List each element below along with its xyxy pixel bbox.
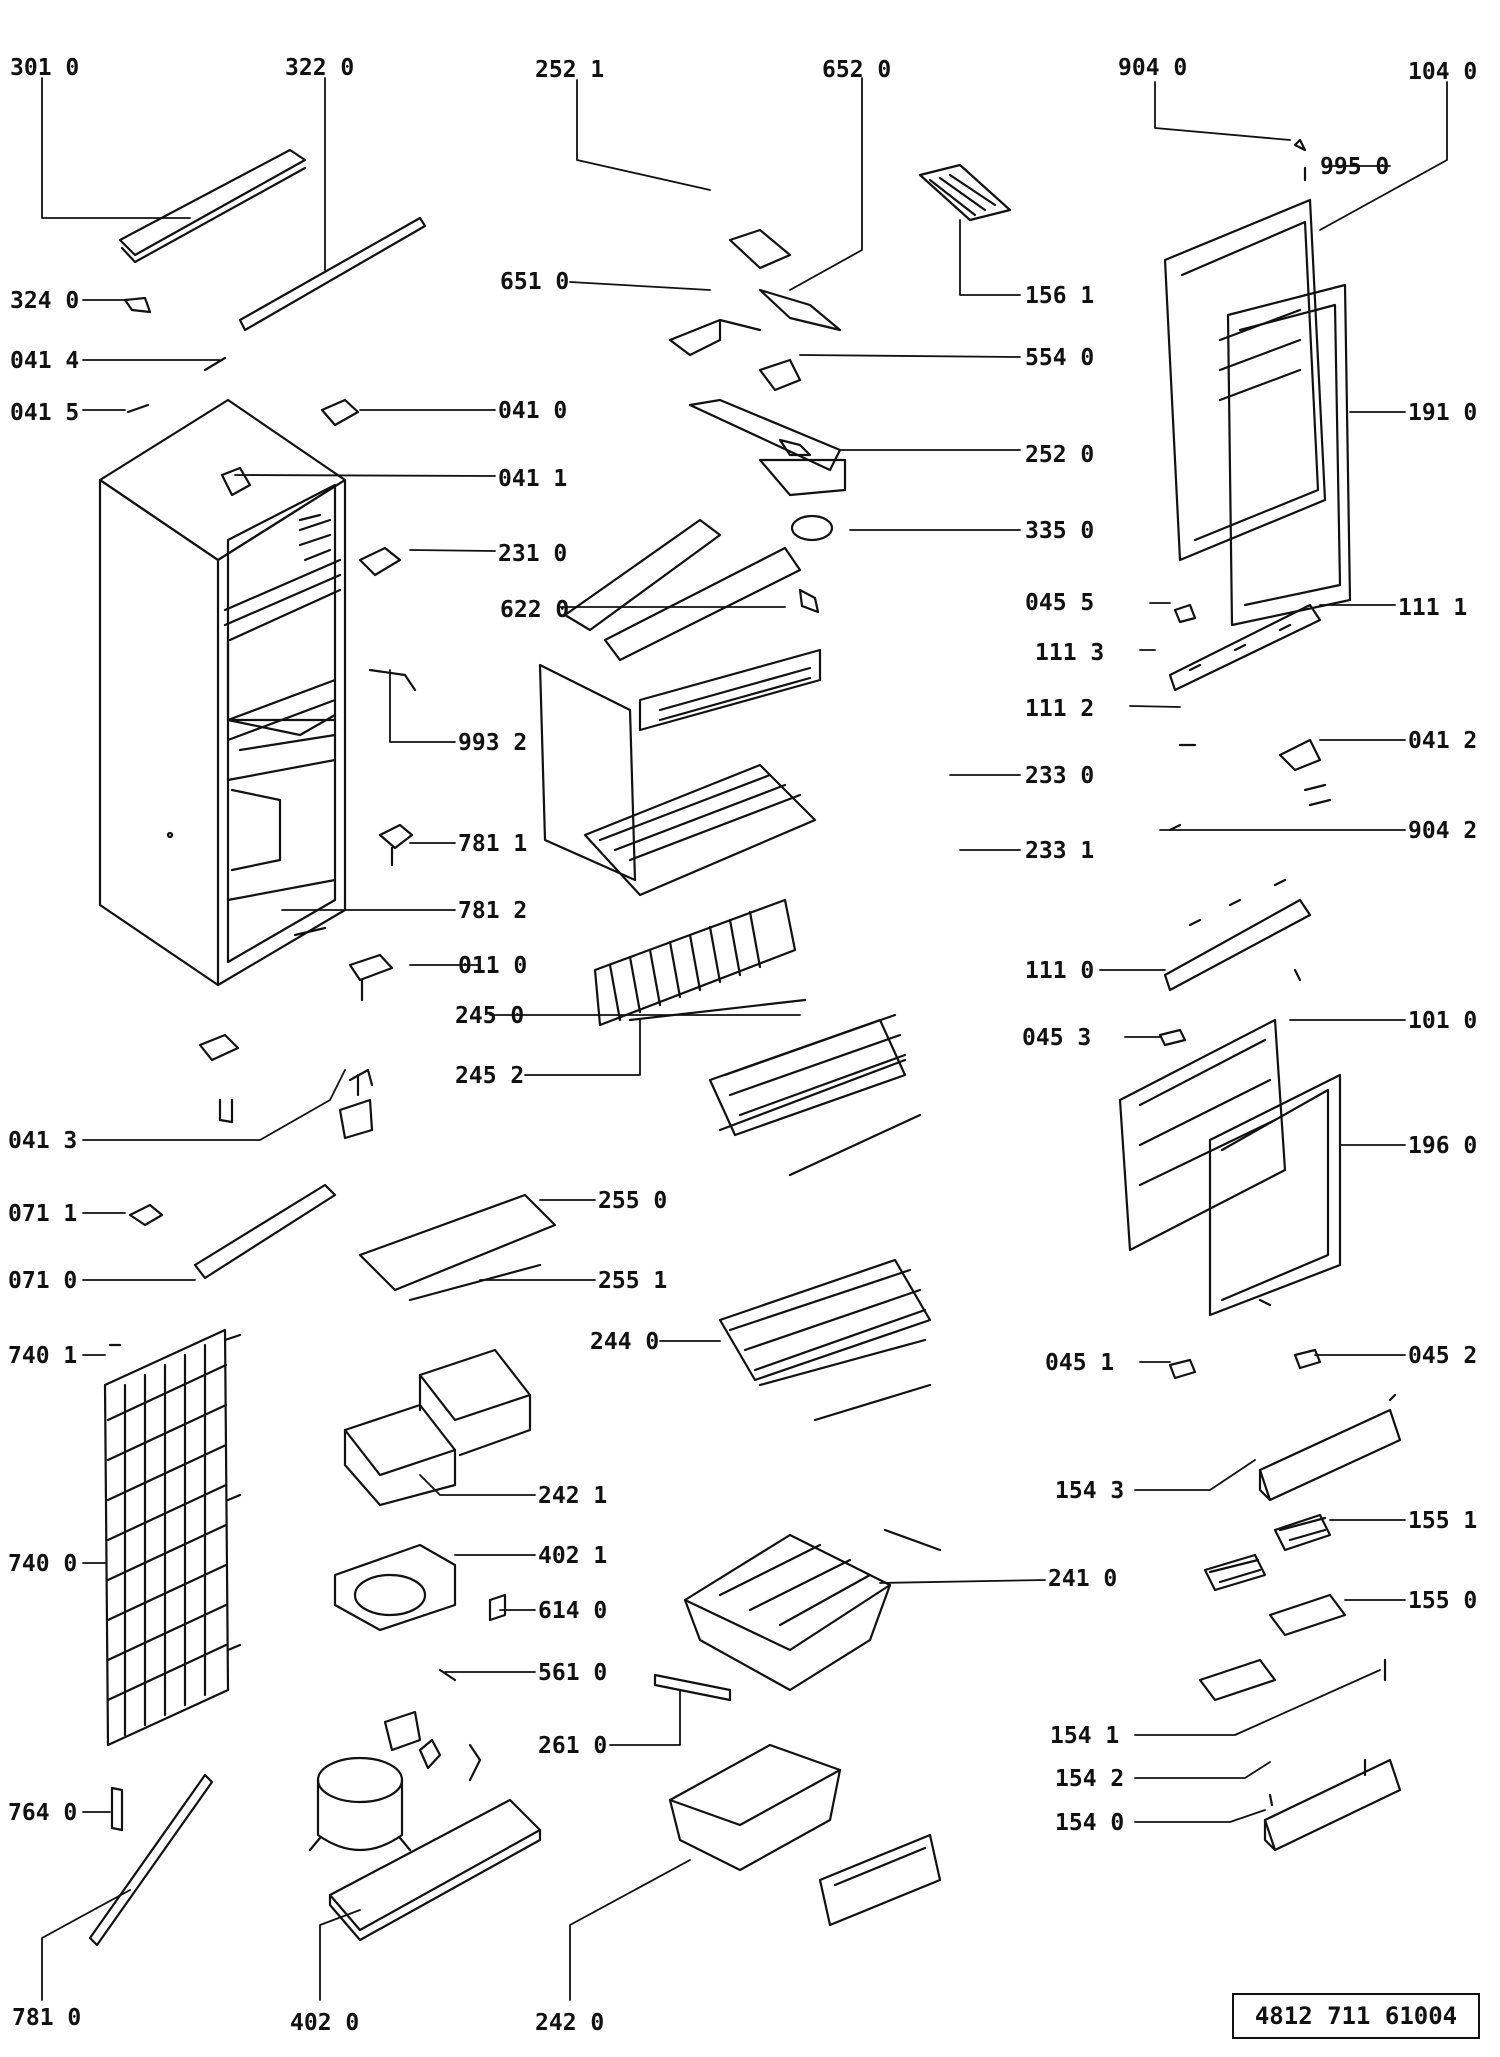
part-label: 241 0 (1048, 1566, 1118, 1592)
part-label: 255 0 (598, 1188, 668, 1214)
fridge-door (1118, 1018, 1342, 1380)
part-label: 111 2 (1025, 696, 1095, 722)
part-label: 231 0 (498, 541, 568, 567)
catalog-number: 4812 711 61004 (1254, 2002, 1458, 2030)
part-label: 233 1 (1025, 838, 1095, 864)
part-label: 101 0 (1408, 1008, 1478, 1034)
part-label: 011 0 (458, 953, 528, 979)
door-shelves (1198, 1393, 1402, 1852)
catalog-number-box: 4812 711 61004 (1232, 1993, 1480, 2039)
part-label: 155 0 (1408, 1588, 1478, 1614)
part-label: 614 0 (538, 1598, 608, 1624)
part-label: 045 3 (1022, 1025, 1092, 1051)
part-label: 154 2 (1055, 1766, 1125, 1792)
part-label: 104 0 (1408, 59, 1478, 85)
part-label: 242 0 (535, 2010, 605, 2036)
part-label: 740 1 (8, 1343, 78, 1369)
part-label: 781 2 (458, 898, 528, 924)
part-label: 652 0 (822, 57, 892, 83)
freezer-door (1163, 138, 1352, 992)
part-label: 154 1 (1050, 1723, 1120, 1749)
part-label: 155 1 (1408, 1508, 1478, 1534)
part-label: 154 0 (1055, 1810, 1125, 1836)
part-label: 041 0 (498, 398, 568, 424)
part-label: 071 0 (8, 1268, 78, 1294)
part-label: 781 1 (458, 831, 528, 857)
part-label: 764 0 (8, 1800, 78, 1826)
top-left-parts (118, 148, 427, 1140)
part-label: 242 1 (538, 1483, 608, 1509)
part-label: 622 0 (500, 597, 570, 623)
part-label: 561 0 (538, 1660, 608, 1686)
part-label: 045 1 (1045, 1350, 1115, 1376)
part-label: 252 0 (1025, 442, 1095, 468)
part-label: 111 3 (1035, 640, 1105, 666)
part-label: 402 0 (290, 2010, 360, 2036)
containers (333, 1348, 942, 1927)
mounts (108, 1183, 337, 1347)
tubes (88, 1773, 214, 1947)
part-label: 740 0 (8, 1551, 78, 1577)
part-label: 995 0 (1320, 154, 1390, 180)
part-label: 041 1 (498, 466, 568, 492)
part-label: 191 0 (1408, 400, 1478, 426)
part-label: 045 5 (1025, 590, 1095, 616)
part-label: 335 0 (1025, 518, 1095, 544)
evaporator-parts (538, 163, 1012, 897)
condenser-coil (103, 1328, 242, 1747)
part-label: 554 0 (1025, 345, 1095, 371)
compressor (308, 1710, 542, 1942)
part-label: 255 1 (598, 1268, 668, 1294)
part-label: 071 1 (8, 1201, 78, 1227)
part-label: 111 1 (1398, 595, 1468, 621)
part-label: 261 0 (538, 1733, 608, 1759)
part-label: 651 0 (500, 269, 570, 295)
part-label: 111 0 (1025, 958, 1095, 984)
part-label: 324 0 (10, 288, 80, 314)
part-label: 245 0 (455, 1003, 525, 1029)
part-label: 041 5 (10, 400, 80, 426)
part-label: 904 0 (1118, 55, 1188, 81)
part-label: 244 0 (590, 1329, 660, 1355)
part-label: 041 2 (1408, 728, 1478, 754)
part-label: 041 4 (10, 348, 80, 374)
part-label: 041 3 (8, 1128, 78, 1154)
part-label: 196 0 (1408, 1133, 1478, 1159)
cabinet-drawing (98, 398, 347, 987)
part-label: 154 3 (1055, 1478, 1125, 1504)
part-label: 993 2 (458, 730, 528, 756)
part-label: 233 0 (1025, 763, 1095, 789)
part-label: 045 2 (1408, 1343, 1478, 1369)
part-label: 245 2 (455, 1063, 525, 1089)
part-label: 156 1 (1025, 283, 1095, 309)
part-label: 301 0 (10, 55, 80, 81)
leader-lines (41, 77, 1448, 2001)
part-label: 402 1 (538, 1543, 608, 1569)
part-label: 322 0 (285, 55, 355, 81)
part-label: 252 1 (535, 57, 605, 83)
part-label: 904 2 (1408, 818, 1478, 844)
part-label: 781 0 (12, 2005, 82, 2031)
shelves (358, 898, 932, 1422)
